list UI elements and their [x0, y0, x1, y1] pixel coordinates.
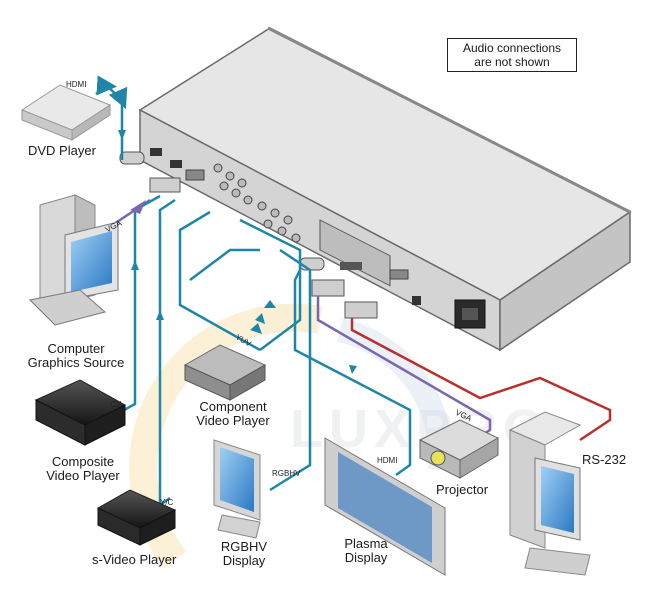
label-component-video-player: Component Video Player — [196, 399, 270, 428]
hdmi-in-port-1 — [150, 148, 162, 156]
cable-label-cv: CV — [110, 400, 122, 409]
rgbhv-display-device — [213, 439, 261, 539]
s-video-player-device — [96, 489, 177, 546]
hdmi-in-port-2 — [170, 160, 182, 168]
audio-note-line1: Audio connections — [462, 41, 562, 55]
cable-yc — [158, 198, 176, 508]
audio-note: Audio connections are not shown — [447, 38, 577, 72]
label-plasma-display: Plasma Display — [344, 536, 388, 565]
cable-label-yc: Y/C — [160, 498, 174, 507]
cable-label-hdmi-out: HDMI — [377, 456, 398, 465]
dvd-player-device — [20, 84, 112, 141]
ethernet-port — [412, 296, 421, 305]
cable-rgbhv — [269, 248, 312, 492]
cable-cv — [123, 194, 161, 412]
cable-hdmi-in — [95, 75, 128, 160]
audio-note-line2: are not shown — [474, 55, 550, 69]
vga-arrow — [130, 200, 146, 214]
projector-device — [418, 419, 500, 479]
cable-rs232 — [350, 318, 612, 442]
cables — [95, 75, 612, 508]
cable-label-hdmi-in: HDMI — [66, 80, 87, 89]
label-s-video-player: s-Video Player — [92, 552, 177, 567]
label-computer-graphics-source: Computer Graphics Source — [27, 341, 125, 370]
component-player-device — [183, 344, 267, 401]
rs232-pc-device — [508, 411, 591, 576]
label-rs232: RS-232 — [582, 452, 627, 467]
label-dvd-player: DVD Player — [28, 143, 96, 158]
plasma-display-device — [324, 437, 446, 576]
switcher-chassis — [138, 26, 632, 352]
cable-yuv — [178, 210, 261, 352]
label-projector: Projector — [436, 482, 489, 497]
signal-arrows — [118, 130, 357, 374]
composite-player-device — [34, 379, 127, 446]
connectors — [119, 151, 378, 319]
cable-hdmi-out — [293, 269, 412, 477]
label-rgbhv-display: RGBHV Display — [220, 539, 268, 568]
cable-label-rgbhv: RGBHV — [272, 469, 301, 478]
computer-device — [28, 194, 119, 326]
label-composite-video-player: Composite Video Player — [46, 454, 120, 483]
